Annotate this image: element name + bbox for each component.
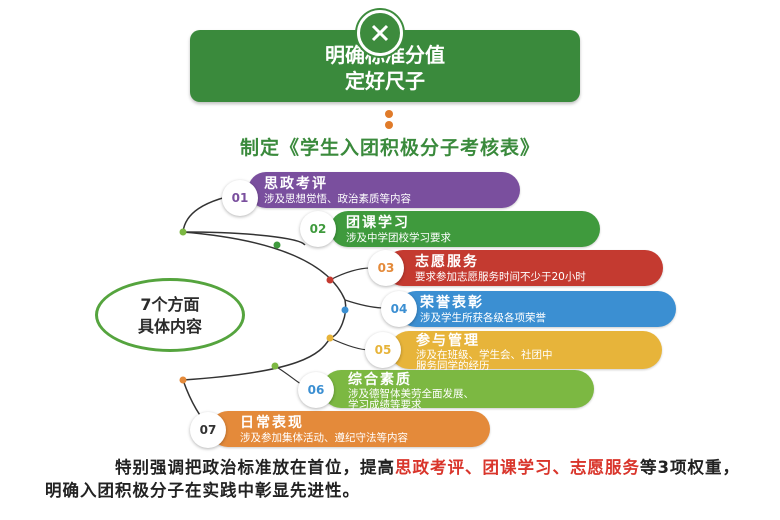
item-desc: 涉及思想觉悟、政治素质等内容 xyxy=(264,193,411,205)
divider-dot xyxy=(385,110,393,118)
item-title: 综合素质 xyxy=(348,372,412,388)
item-04-pill: 荣誉表彰 涉及学生所获各级各项荣誉 xyxy=(398,291,676,327)
item-06-pill: 综合素质 涉及德智体美劳全面发展、 学习成绩等要求 xyxy=(322,370,594,411)
item-desc: 涉及参加集体活动、遵纪守法等内容 xyxy=(240,432,408,444)
pencil-ruler-icon xyxy=(357,10,403,56)
item-desc-line2: 学习成绩等要求 xyxy=(348,399,422,411)
center-oval: 7个方面 具体内容 xyxy=(95,278,245,352)
item-number: 06 xyxy=(298,372,334,408)
item-number: 05 xyxy=(365,332,401,368)
item-desc-line1: 涉及德智体美劳全面发展、 xyxy=(348,388,474,400)
header-line2: 定好尺子 xyxy=(345,69,425,93)
center-line2: 具体内容 xyxy=(137,317,202,336)
item-title: 日常表现 xyxy=(240,415,304,431)
footer-text-2: 等3项权重，明确入团积极分子在实践中彰显先进性。 xyxy=(45,458,740,500)
footer-paragraph: 特别强调把政治标准放在首位，提高思政考评、团课学习、志愿服务等3项权重，明确入团… xyxy=(45,456,745,502)
item-07-pill: 日常表现 涉及参加集体活动、遵纪守法等内容 xyxy=(210,411,490,447)
item-number: 04 xyxy=(381,291,417,327)
item-number: 01 xyxy=(222,180,258,216)
subtitle: 制定《学生入团积极分子考核表》 xyxy=(239,137,540,159)
item-02-pill: 团课学习 涉及中学团校学习要求 xyxy=(330,211,600,247)
item-number: 07 xyxy=(190,412,226,448)
item-03-pill: 志愿服务 要求参加志愿服务时间不少于20小时 xyxy=(385,250,663,286)
footer-text-1: 特别强调把政治标准放在首位，提高 xyxy=(115,458,395,477)
item-title: 团课学习 xyxy=(346,215,410,231)
divider-dot xyxy=(385,121,393,129)
item-title: 参与管理 xyxy=(416,333,480,349)
item-title: 荣誉表彰 xyxy=(420,295,484,311)
center-line1: 7个方面 xyxy=(140,295,200,314)
item-number: 03 xyxy=(368,250,404,286)
footer-highlight: 思政考评、团课学习、志愿服务 xyxy=(395,458,640,477)
item-desc-line2: 服务同学的经历 xyxy=(416,360,490,372)
item-desc: 涉及中学团校学习要求 xyxy=(346,232,451,244)
item-desc: 要求参加志愿服务时间不少于20小时 xyxy=(415,271,586,283)
item-desc: 涉及学生所获各级各项荣誉 xyxy=(420,312,546,324)
item-title: 志愿服务 xyxy=(415,254,479,270)
item-number: 02 xyxy=(300,211,336,247)
item-title: 思政考评 xyxy=(264,176,328,192)
item-01-pill: 思政考评 涉及思想觉悟、政治素质等内容 xyxy=(248,172,520,208)
item-05-pill: 参与管理 涉及在班级、学生会、社团中 服务同学的经历 xyxy=(390,331,662,372)
item-desc-line1: 涉及在班级、学生会、社团中 xyxy=(416,349,553,361)
